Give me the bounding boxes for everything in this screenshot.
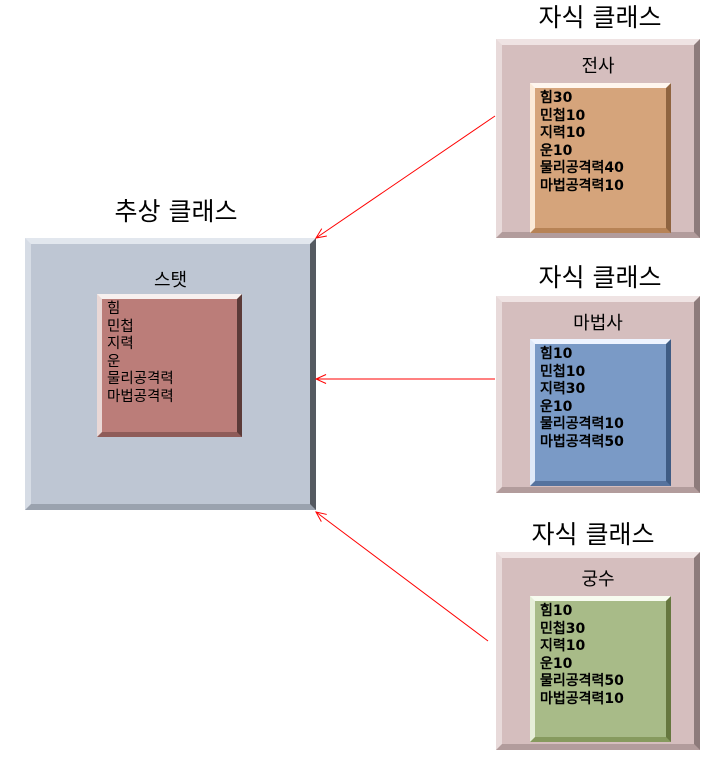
stat-item: 힘10	[540, 603, 573, 619]
stat-item: 운10	[540, 142, 573, 159]
stat-item: 운	[107, 353, 121, 370]
stat-item: 민첩10	[540, 107, 586, 124]
stat-item: 운10	[540, 655, 573, 672]
mage-stat-list: 힘10 민첩10 지력30 운10 물리공격력10 마법공격력50	[530, 339, 671, 486]
archer-class-title: 궁수	[581, 569, 615, 590]
stat-item: 마법공격력10	[540, 690, 624, 707]
warrior-stat-list: 힘30 민첩10 지력10 운10 물리공격력40 마법공격력10	[530, 83, 671, 233]
archer-stat-list: 힘10 민첩30 지력10 운10 물리공격력50 마법공격력10	[530, 596, 671, 742]
archer-class-caption: 자식 클래스	[531, 520, 655, 549]
arrowhead-icon	[314, 228, 327, 239]
warrior-inheritance-arrow	[315, 115, 496, 239]
stat-item: 지력10	[540, 638, 586, 655]
warrior-class-caption: 자식 클래스	[538, 3, 662, 32]
stat-item: 민첩	[107, 318, 134, 335]
mage-class-title: 마법사	[573, 313, 623, 334]
stat-item: 물리공격력10	[540, 416, 624, 433]
warrior-class-title: 전사	[581, 56, 615, 77]
stat-item: 지력	[107, 336, 134, 353]
archer-class-box: 궁수 힘10 민첩30 지력10 운10 물리공격력50 마법공격력10	[496, 552, 700, 750]
stat-item: 힘30	[540, 90, 573, 106]
abstract-class-caption: 추상 클래스	[114, 197, 238, 226]
stat-item: 물리공격력50	[540, 673, 624, 690]
mage-class-box: 마법사 힘10 민첩10 지력30 운10 물리공격력10 마법공격력50	[496, 296, 700, 493]
stat-item: 힘10	[540, 346, 573, 362]
abstract-class-box: 스탯 힘 민첩 지력 운 물리공격력 마법공격력	[25, 238, 316, 510]
abstract-stat-list: 힘 민첩 지력 운 물리공격력 마법공격력	[97, 294, 242, 437]
stat-item: 지력30	[540, 381, 586, 398]
stat-item: 마법공격력50	[540, 433, 624, 450]
warrior-class-box: 전사 힘30 민첩10 지력10 운10 물리공격력40 마법공격력10	[496, 39, 700, 238]
stat-item: 지력10	[540, 125, 586, 142]
stat-item: 민첩10	[540, 363, 586, 380]
abstract-class-title: 스탯	[153, 270, 188, 291]
mage-class-caption: 자식 클래스	[538, 263, 662, 292]
stat-item: 물리공격력	[107, 371, 174, 388]
stat-item: 마법공격력	[107, 388, 174, 405]
stat-item: 힘	[107, 301, 121, 317]
arrowhead-icon	[314, 374, 327, 384]
archer-inheritance-arrow	[315, 511, 489, 642]
arrowhead-icon	[315, 511, 327, 522]
stat-item: 마법공격력10	[540, 177, 624, 194]
stat-item: 물리공격력40	[540, 160, 624, 177]
stat-item: 민첩30	[540, 620, 586, 637]
stat-item: 운10	[540, 398, 573, 415]
